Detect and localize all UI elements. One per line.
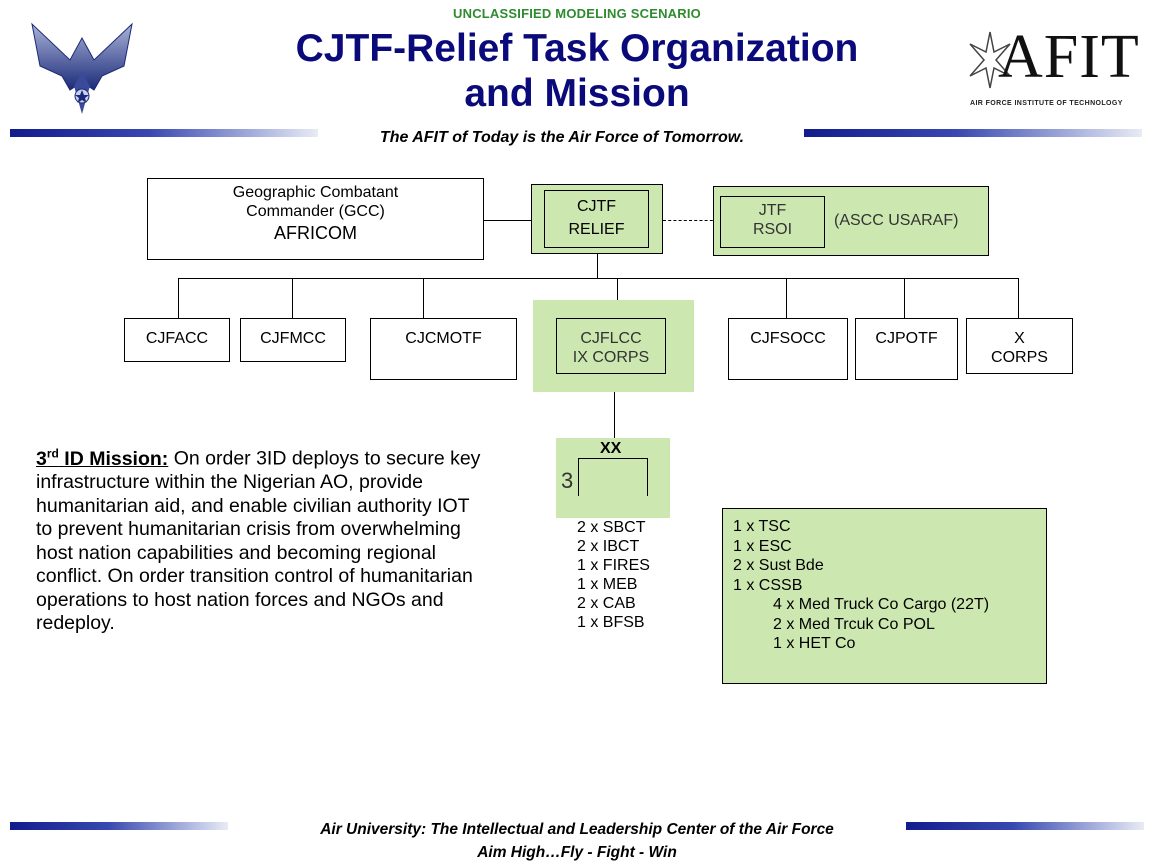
unit-item: 1 x BFSB [577,614,645,631]
cjflcc-line-1: CJFLCC [580,330,642,347]
unit-item: 2 x CAB [577,595,636,612]
footer-line-1: Air University: The Intellectual and Lea… [320,821,834,838]
support-item: 2 x Sust Bde [733,557,824,574]
xcorps-box: X CORPS [966,318,1073,374]
footer-bar-left [10,822,228,830]
support-sub-item: 4 x Med Truck Co Cargo (22T) [773,596,990,613]
footer-line-2: Aim High…Fly - Fight - Win [477,844,677,861]
afit-logo-text: AFIT [998,23,1140,91]
classification-banner: UNCLASSIFIED MODELING SCENARIO [453,6,701,21]
cjtf-line-2: RELIEF [568,221,625,238]
support-sub-item: 2 x Med Trcuk Co POL [773,615,935,633]
afit-logo: AFIT Air Force Institute of Technology [968,23,1140,116]
cjtf-trunk [597,254,598,278]
unit-item: 1 x MEB [577,576,638,593]
drop-xcorps [1018,278,1019,318]
drop-cjcmotf [423,278,424,318]
gcc-connector [484,220,531,221]
gcc-box: Geographic Combatant Commander (GCC) AFR… [147,178,484,260]
mission-heading-number: 3 [36,447,47,470]
jtf-dashed-connector [663,220,718,221]
jtf-line-1: JTF [758,202,787,219]
drop-cjfsocc [786,278,787,318]
unit-item: 2 x SBCT [577,519,646,536]
sustainment-box: 1 x TSC 1 x ESC 2 x Sust Bde 1 x CSSB 4 … [722,508,1047,684]
division-echelon: XX [600,440,622,457]
division-unit-symbol [578,458,648,496]
mission-heading-ordinal: rd [46,446,59,460]
jtf-line-2: RSOI [752,221,793,238]
unit-item: 1 x FIRES [577,557,650,574]
support-item: 1 x CSSB [733,576,803,594]
title-line-2: and Mission [464,72,690,115]
drop-cjfmcc [292,278,293,318]
tagline: The AFIT of Today is the Air Force of To… [379,129,745,146]
gcc-line-2: Commander (GCC) [246,203,385,220]
cjtf-box: CJTF RELIEF [544,190,649,248]
mission-heading-label: ID Mission: [58,447,169,470]
cjfsocc-box: CJFSOCC [728,318,848,380]
component-bus [178,278,1019,279]
xcorps-line-1: X [1014,330,1025,347]
gcc-line-3: AFRICOM [274,223,357,243]
mission-statement: 3rd ID Mission: On order 3ID deploys to … [36,442,486,636]
afit-logo-subtext: Air Force Institute of Technology [970,100,1123,107]
drop-cjfacc [178,278,179,318]
page-title: CJTF-Relief Task Organization and Missio… [200,26,954,116]
title-line-1: CJTF-Relief Task Organization [295,27,859,70]
cjflcc-line-2: IX CORPS [572,349,650,366]
division-highlight [556,438,670,518]
division-number: 3 [561,468,574,493]
ascc-label: (ASCC USARAF) [834,212,959,229]
header-bar-right [804,129,1142,137]
header-bar-left [10,129,318,137]
xcorps-line-2: CORPS [991,349,1048,366]
cjfmcc-box: CJFMCC [240,318,346,362]
support-item: 1 x TSC [733,518,791,535]
footer-bar-right [906,822,1144,830]
gcc-line-1: Geographic Combatant [232,184,399,201]
star-burst-icon [969,31,1011,89]
division-units-list: 2 x SBCT 2 x IBCT 1 x FIRES 1 x MEB 2 x … [577,518,687,632]
cjpotf-box: CJPOTF [855,318,958,380]
drop-cjpotf [904,278,905,318]
cjtf-line-1: CJTF [576,198,617,215]
jtf-box: JTF RSOI [720,196,825,248]
air-force-wings-logo [31,22,133,114]
cjcmotf-box: CJCMOTF [370,318,517,380]
mission-text: On order 3ID deploys to secure key infra… [36,447,481,635]
mission-heading: 3rd ID Mission: [36,446,169,470]
support-item: 1 x ESC [733,537,792,555]
cjfacc-box: CJFACC [124,318,230,362]
division-connector [614,392,615,438]
drop-cjflcc [617,278,618,300]
support-sub-item: 1 x HET Co [773,635,856,652]
unit-item: 2 x IBCT [577,538,640,555]
cjflcc-box: CJFLCC IX CORPS [556,318,666,374]
